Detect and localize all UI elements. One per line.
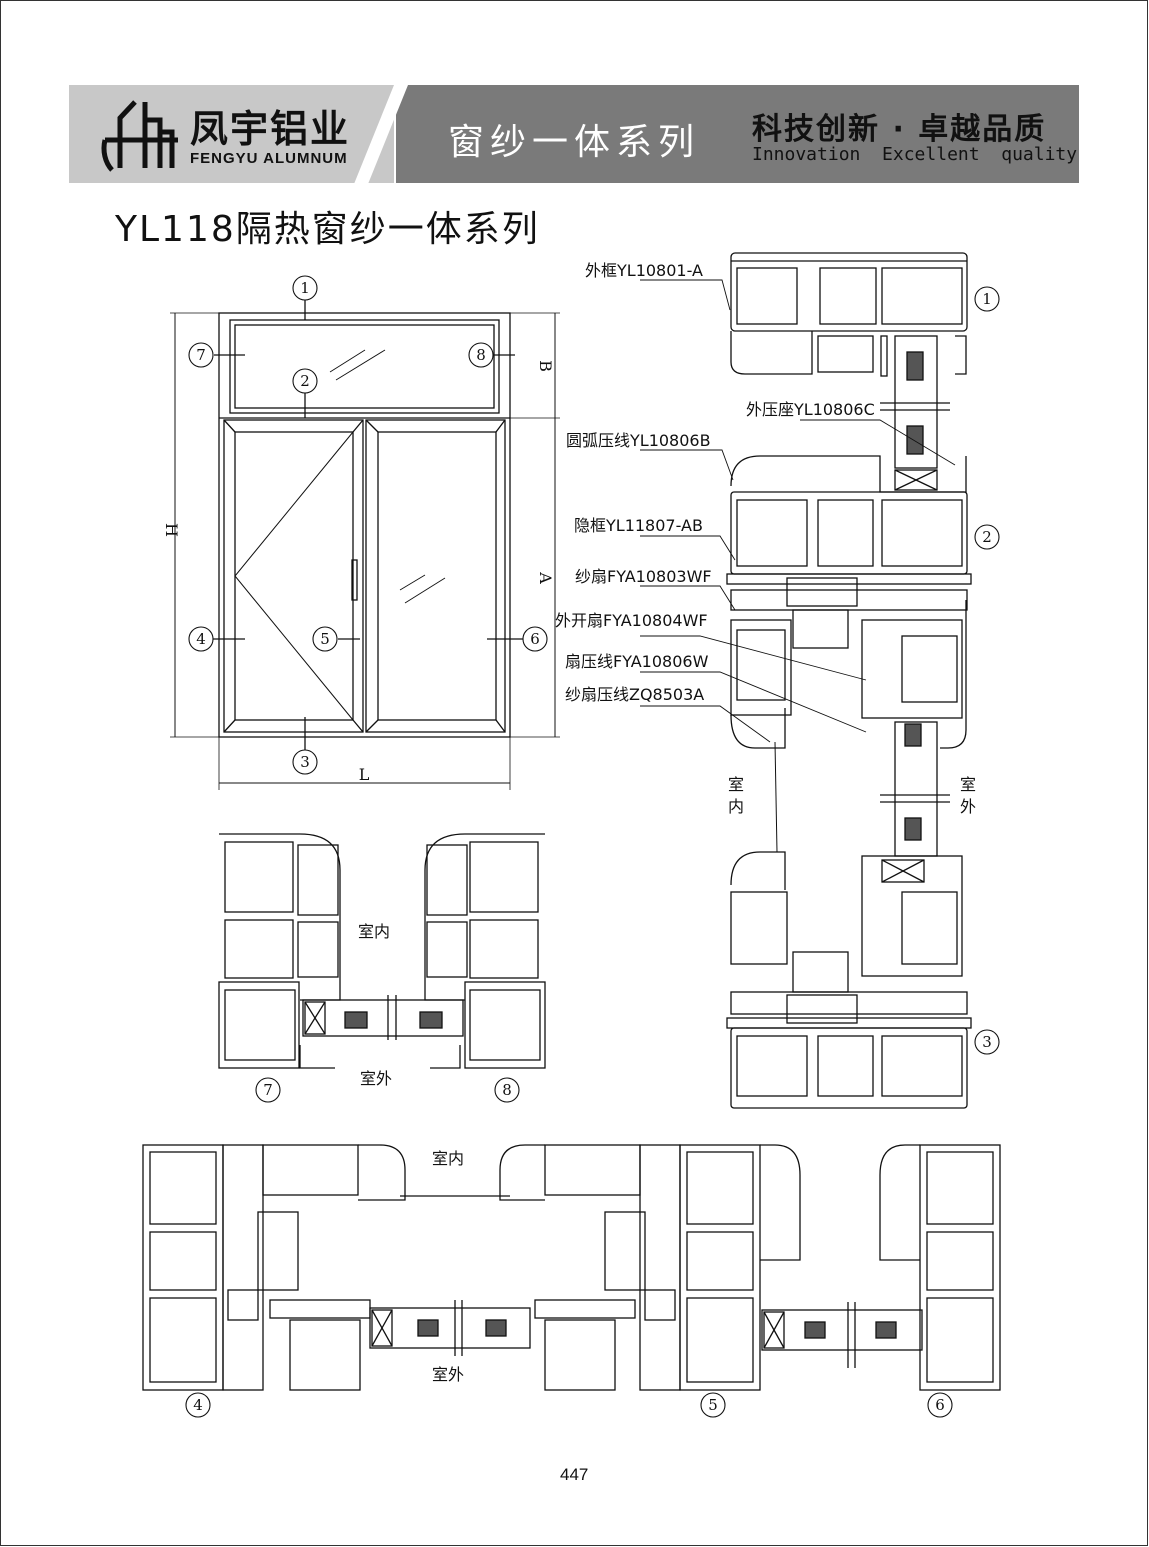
page-title: YL118隔热窗纱一体系列 xyxy=(115,209,540,250)
slogan-cn: 科技创新 · 卓越品质 xyxy=(752,112,1047,147)
marker-4: 4 xyxy=(196,630,206,648)
hsection-marker-5: 5 xyxy=(708,1396,718,1414)
label-hidden-frame: 隐框YL11807-AB xyxy=(574,516,703,535)
transom-section xyxy=(218,833,546,1069)
marker-6: 6 xyxy=(530,630,540,648)
hsection-indoor-label: 室内 xyxy=(432,1149,464,1168)
vsection-outdoor-1: 室 xyxy=(960,775,976,794)
hsection-outdoor-label: 室外 xyxy=(432,1365,464,1384)
section-marker-3: 3 xyxy=(982,1033,992,1051)
transom-marker-7: 7 xyxy=(263,1081,273,1099)
horizontal-section xyxy=(142,1144,1001,1391)
label-screen-bead: 纱扇压线ZQ8503A xyxy=(565,685,704,704)
transom-outdoor-label: 室外 xyxy=(360,1069,392,1088)
vertical-section-leaders xyxy=(640,279,956,743)
window-elevation xyxy=(170,300,560,790)
marker-1: 1 xyxy=(300,279,310,297)
marker-7: 7 xyxy=(196,346,206,364)
label-outer-bead-seat: 外压座YL10806C xyxy=(746,400,875,419)
brand-name-cn: 凤宇铝业 xyxy=(190,107,351,151)
vertical-section xyxy=(726,252,972,1109)
vsection-outdoor-2: 外 xyxy=(960,797,976,816)
marker-3: 3 xyxy=(300,753,310,771)
label-arc-bead: 圆弧压线YL10806B xyxy=(566,431,711,450)
marker-8: 8 xyxy=(476,346,486,364)
section-marker-1: 1 xyxy=(982,290,992,308)
slogan-en: Innovation Excellent quality xyxy=(752,144,1078,165)
dim-L: L xyxy=(359,765,370,784)
hsection-marker-6: 6 xyxy=(935,1396,945,1414)
dim-H: H xyxy=(162,523,181,537)
series-title: 窗纱一体系列 xyxy=(448,122,701,163)
brand-logo-icon xyxy=(101,100,178,172)
vsection-indoor-2: 内 xyxy=(728,797,744,816)
elevation-marker-labels: 1 2 3 4 5 6 7 8 L H A B xyxy=(162,279,555,784)
dim-B: B xyxy=(536,360,555,372)
marker-2: 2 xyxy=(300,372,310,390)
marker-5: 5 xyxy=(320,630,330,648)
transom-markers xyxy=(255,1077,520,1103)
header-title-panel xyxy=(396,85,1079,183)
transom-indoor-label: 室内 xyxy=(358,922,390,941)
vsection-indoor-1: 室 xyxy=(728,775,744,794)
label-frame: 外框YL10801-A xyxy=(585,261,703,280)
elevation-markers xyxy=(188,275,548,775)
dim-A: A xyxy=(536,571,555,584)
brand-name-en: FENGYU ALUMNUM xyxy=(190,150,348,167)
transom-marker-8: 8 xyxy=(502,1081,512,1099)
label-screen-sash: 纱扇FYA10803WF xyxy=(575,567,712,586)
hsection-marker-4: 4 xyxy=(193,1396,203,1414)
horizontal-section-markers xyxy=(185,1392,953,1418)
header-brand-panel xyxy=(69,85,394,183)
section-marker-2: 2 xyxy=(982,528,992,546)
page-number: 447 xyxy=(560,1465,589,1484)
label-outward-sash: 外开扇FYA10804WF xyxy=(555,611,708,630)
label-sash-bead: 扇压线FYA10806W xyxy=(565,652,709,671)
vertical-section-markers xyxy=(974,286,1000,1055)
